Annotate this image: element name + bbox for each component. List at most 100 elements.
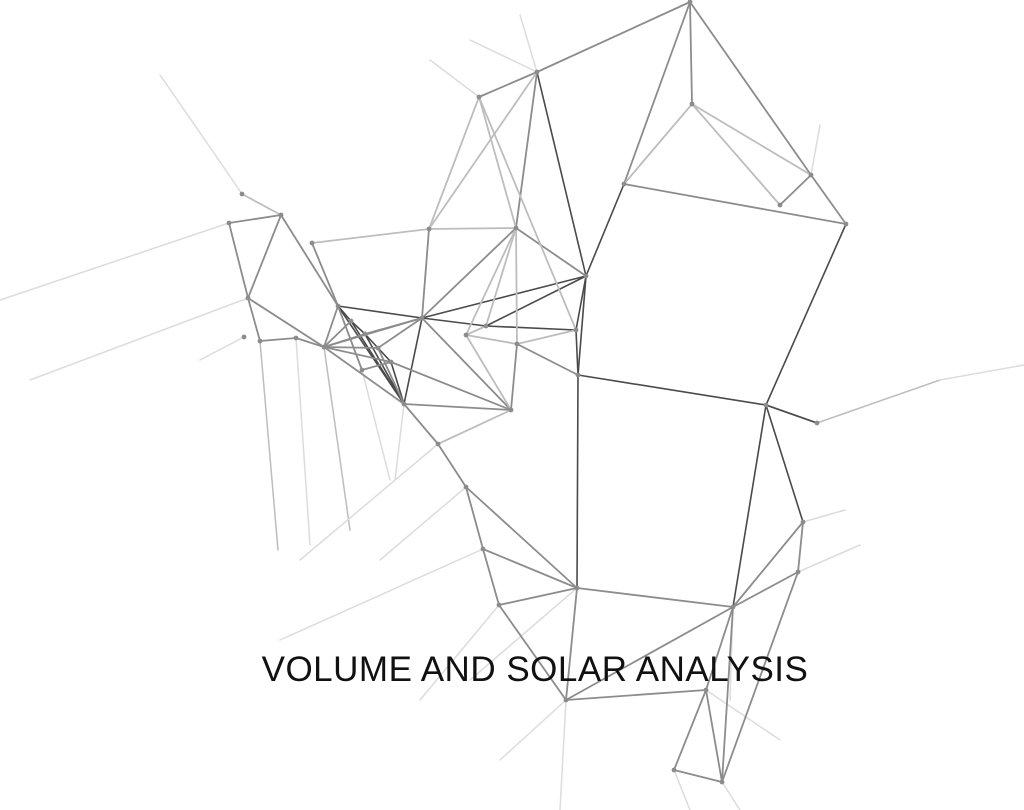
network-node xyxy=(514,341,520,347)
strand-line xyxy=(705,689,781,741)
network-node xyxy=(575,372,581,378)
network-edge xyxy=(765,404,804,523)
network-edge xyxy=(691,103,781,206)
strand-line xyxy=(559,699,567,810)
network-nodes xyxy=(226,0,849,785)
network-edge xyxy=(797,521,804,573)
network-edge xyxy=(732,571,799,608)
network-node xyxy=(508,407,514,413)
network-edge xyxy=(482,548,578,589)
network-edge xyxy=(428,227,517,230)
network-edge xyxy=(421,227,517,319)
network-edge xyxy=(689,1,812,176)
network-edge xyxy=(779,174,812,206)
strand-line xyxy=(419,604,500,701)
network-node xyxy=(534,69,540,75)
network-edge xyxy=(364,333,405,405)
network-edge xyxy=(577,275,587,376)
network-node xyxy=(309,240,315,246)
network-edge xyxy=(437,443,467,488)
strand-line xyxy=(469,39,538,73)
network-node xyxy=(563,697,569,703)
network-edge xyxy=(673,689,707,771)
network-edge xyxy=(765,223,847,406)
network-node xyxy=(800,519,806,525)
network-node xyxy=(321,344,327,350)
network-edge xyxy=(364,317,423,335)
network-edge xyxy=(377,347,392,363)
network-edge xyxy=(478,96,517,229)
network-edge xyxy=(498,604,567,701)
network-node xyxy=(573,327,579,333)
network-node xyxy=(401,401,407,407)
network-node xyxy=(763,402,769,408)
network-edge xyxy=(280,214,339,307)
network-edge xyxy=(465,227,517,336)
network-edge xyxy=(515,227,587,277)
strand-line xyxy=(394,403,405,481)
strand-line xyxy=(0,222,230,301)
network-edge xyxy=(498,587,578,606)
network-edge xyxy=(241,193,282,216)
network-edge xyxy=(361,361,392,371)
strand-line xyxy=(810,124,821,176)
network-edge xyxy=(623,183,847,225)
network-node xyxy=(671,767,677,773)
network-node xyxy=(574,585,580,591)
network-edge xyxy=(323,305,339,348)
network-node xyxy=(293,335,299,341)
strand-line xyxy=(379,486,467,561)
network-edge xyxy=(705,689,723,783)
network-edge xyxy=(337,305,363,371)
network-edge xyxy=(247,297,325,348)
network-edge xyxy=(577,374,767,406)
network-node xyxy=(583,273,589,279)
network-edge xyxy=(228,214,282,224)
network-edge xyxy=(465,334,512,411)
network-node xyxy=(777,202,783,208)
strand-line xyxy=(519,14,538,73)
strand-line xyxy=(797,544,861,573)
network-edge xyxy=(421,228,430,319)
strand-line xyxy=(299,443,439,561)
network-edge xyxy=(337,305,423,319)
strand-line xyxy=(29,297,249,381)
network-edge xyxy=(516,343,579,376)
network-edge xyxy=(585,183,625,277)
network-edge xyxy=(377,317,423,349)
network-edge xyxy=(765,404,818,424)
network-edge xyxy=(732,521,804,608)
network-edge xyxy=(515,71,538,229)
network-edge xyxy=(437,409,512,445)
network-edge xyxy=(623,1,691,185)
network-edge xyxy=(705,606,734,691)
network-edge xyxy=(516,329,577,345)
network-node xyxy=(257,338,263,344)
network-node xyxy=(808,172,814,178)
network-node xyxy=(480,546,486,552)
strand-line xyxy=(279,548,484,641)
strand-line xyxy=(673,769,691,810)
network-edge xyxy=(311,228,430,244)
network-node xyxy=(239,191,245,197)
network-edge xyxy=(536,71,587,277)
network-edge xyxy=(465,334,518,345)
network-edge xyxy=(350,320,366,335)
network-edge xyxy=(565,606,734,701)
network-node xyxy=(278,212,284,218)
network-edge xyxy=(673,769,723,783)
network-node xyxy=(476,94,482,100)
network-node xyxy=(463,484,469,490)
network-edge xyxy=(689,1,693,105)
network-edge xyxy=(295,337,325,348)
network-edge xyxy=(565,587,578,701)
network-node xyxy=(419,315,425,321)
network-edge xyxy=(721,606,734,783)
strand-line xyxy=(204,139,243,195)
strand-line xyxy=(259,340,279,551)
strand-line xyxy=(295,337,311,546)
network-edge xyxy=(691,103,812,176)
faded-strands xyxy=(0,14,1024,810)
network-node xyxy=(426,226,432,232)
